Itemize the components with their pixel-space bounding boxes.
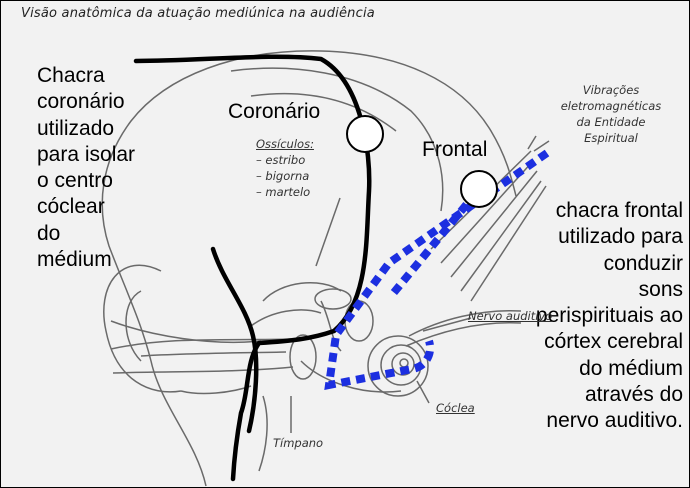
note-line: através do <box>584 383 683 407</box>
coronary-chakra-marker <box>346 115 384 153</box>
note-line: coronário <box>37 90 125 114</box>
note-line: sons <box>638 277 683 301</box>
vibrations-line: da Entidade <box>576 115 646 129</box>
note-line: cóclear <box>37 195 105 219</box>
ossicles-heading: Ossículos: <box>256 137 314 151</box>
note-line: utilizado para <box>558 225 683 249</box>
eardrum-label: Tímpano <box>273 436 324 450</box>
note-line: Chacra <box>37 64 105 87</box>
coronary-label: Coronário <box>228 100 321 123</box>
note-line: do médium <box>579 356 683 380</box>
note-line: utilizado <box>37 116 115 140</box>
note-line: conduzir <box>603 251 683 275</box>
diagram-title: Visão anatômica da atuação mediúnica na … <box>21 6 375 21</box>
ossicle-item: – estribo <box>256 153 306 167</box>
frontal-label: Frontal <box>422 138 488 161</box>
auditory-nerve-label: Nervo auditivo <box>468 309 553 323</box>
cochlea-label: Cóclea <box>436 401 475 415</box>
note-line: do <box>37 221 61 245</box>
vibrations-line: Espiritual <box>584 131 638 145</box>
vibrations-line: eletromagnéticas <box>560 99 662 113</box>
ossicle-item: – bigorna <box>256 169 310 183</box>
note-line: perispirituais ao <box>535 304 683 328</box>
frontal-chakra-note: chacra frontal utilizado para conduzir s… <box>536 198 683 435</box>
frontal-chakra-marker <box>460 170 498 208</box>
coronary-boundary-line <box>133 54 372 482</box>
vibrations-line: Vibrações <box>582 83 640 97</box>
head-outline <box>101 50 550 487</box>
ossicles-label: Ossículos: – estribo – bigorna – martelo <box>256 136 314 200</box>
note-line: o centro <box>37 169 113 193</box>
note-line: nervo auditivo. <box>546 409 683 433</box>
energy-path <box>324 149 550 390</box>
coronary-chakra-note: Chacra coronário utilizado para isolar o… <box>37 63 135 273</box>
note-line: córtex cerebral <box>544 330 683 354</box>
note-line: médium <box>37 248 112 272</box>
ossicle-item: – martelo <box>256 185 311 199</box>
note-line: chacra frontal <box>555 199 683 222</box>
vibrations-label: Vibrações eletromagnéticas da Entidade E… <box>541 82 681 146</box>
note-line: para isolar <box>37 142 136 166</box>
